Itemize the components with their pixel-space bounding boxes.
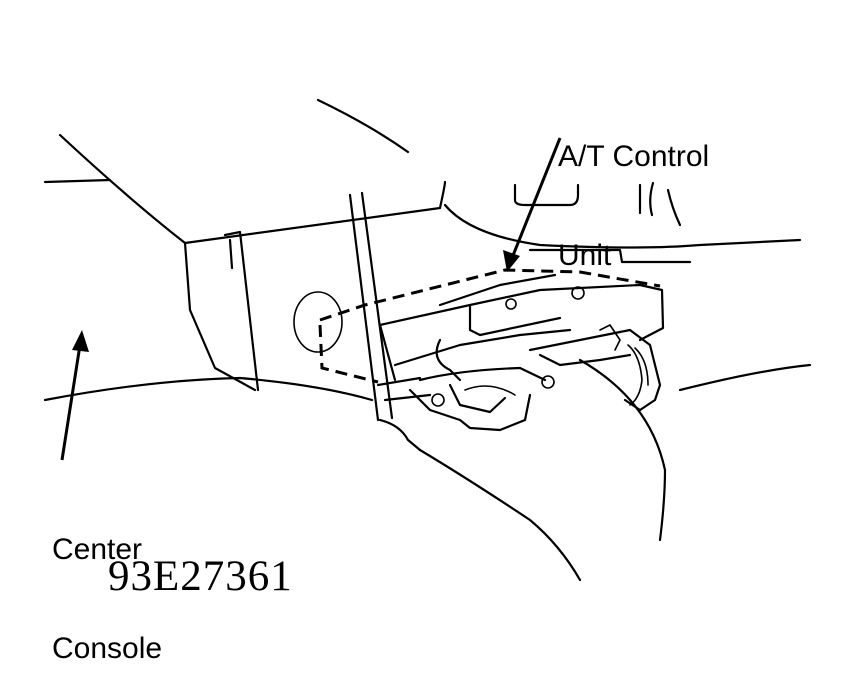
- control-unit-assembly: [318, 268, 665, 432]
- center-console-pointer-arrow: [60, 330, 89, 461]
- figure-code: 93E27361: [108, 553, 293, 600]
- label-at-control-unit: A/T Control Unit: [558, 74, 709, 305]
- center-console-outline: [43, 191, 812, 582]
- diagram-canvas: [43, 98, 812, 582]
- label-center-console-line1: Center: [52, 533, 143, 566]
- dashboard-outline: [43, 98, 802, 264]
- label-at-control-unit-line2: Unit: [558, 239, 612, 272]
- at-control-unit-pointer-arrow: [503, 137, 562, 272]
- label-center-console: Center Console: [52, 467, 162, 698]
- label-center-console-line2: Console: [52, 632, 163, 665]
- label-at-control-unit-line1: A/T Control: [558, 140, 710, 173]
